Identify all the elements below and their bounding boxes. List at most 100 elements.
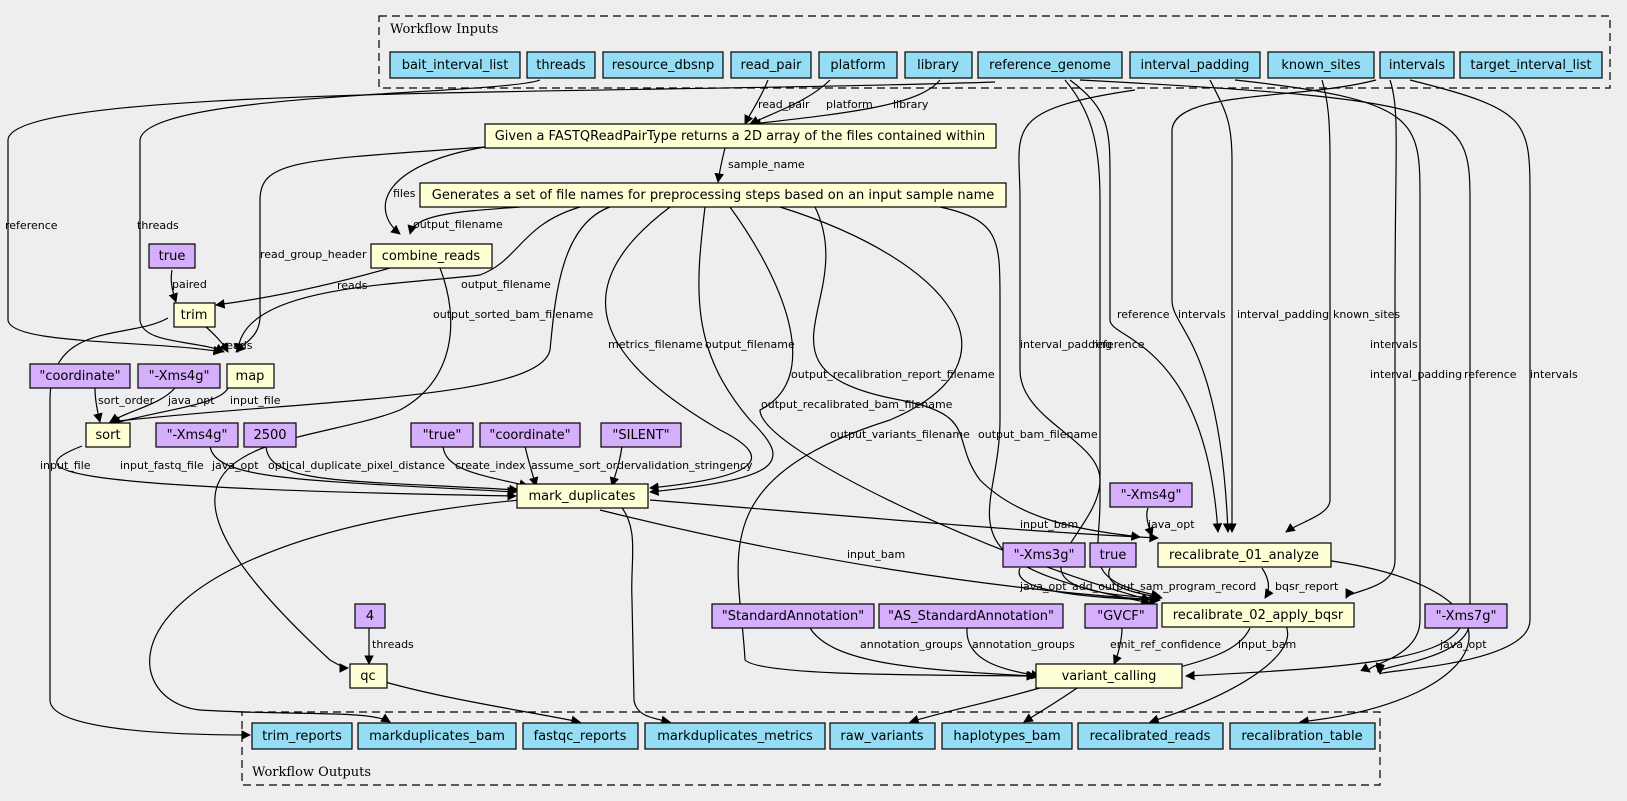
constant-node-standard-annotation[interactable]: "StandardAnnotation": [711, 603, 875, 629]
constant-node-2500[interactable]: 2500: [243, 422, 297, 448]
edge-label-validation-stringency: validation_stringency: [635, 459, 753, 472]
edge-label-reads-map: reads: [222, 339, 253, 352]
step-node-recalibrate-01[interactable]: recalibrate_01_analyze: [1157, 542, 1332, 568]
input-node-intervals[interactable]: intervals: [1379, 51, 1455, 79]
constant-node-true-r2[interactable]: true: [1089, 542, 1137, 568]
edge-reads-trim: [215, 267, 391, 309]
step-node-mark-duplicates[interactable]: mark_duplicates: [516, 483, 649, 509]
input-label-reference-genome: reference_genome: [989, 58, 1111, 73]
edge-annotation-groups-1: [809, 627, 1037, 681]
edge-output-filename-combine: [407, 206, 521, 235]
edge-qc-fastqc-reports: [384, 681, 581, 726]
edge-label-output-filename-combine: output_filename: [413, 218, 503, 231]
step-node-trim[interactable]: trim: [173, 302, 216, 328]
edge-label-java-opt-vc: java_opt: [1439, 638, 1487, 651]
edge-label-read-pair: read_pair: [758, 98, 810, 111]
output-node-trim-reports[interactable]: trim_reports: [251, 722, 353, 750]
edge-label-bqsr-report: bqsr_report: [1275, 580, 1339, 593]
input-node-reference-genome[interactable]: reference_genome: [977, 51, 1123, 79]
step-node-combine-reads[interactable]: combine_reads: [370, 243, 493, 269]
edge-java-opt-vc: [1185, 627, 1461, 681]
constant-label-as-standard-annotation: "AS_StandardAnnotation": [888, 609, 1054, 624]
output-label-trim-reports: trim_reports: [262, 729, 342, 744]
edge-emit-ref-confidence: [1113, 627, 1123, 665]
constant-node-true-md[interactable]: "true": [410, 422, 474, 448]
edge-label-known-sites: known_sites: [1333, 308, 1400, 321]
step-node-variant-calling[interactable]: variant_calling: [1035, 663, 1183, 689]
workflow-outputs-title: Workflow Outputs: [252, 765, 371, 780]
edge-label-input-bam-r2: input_bam: [847, 548, 905, 561]
output-node-recalibrated-reads[interactable]: recalibrated_reads: [1077, 722, 1224, 750]
input-node-threads[interactable]: threads: [526, 51, 596, 79]
constant-node-xms4g-r1[interactable]: "-Xms4g": [1109, 482, 1193, 508]
edge-vc-raw-variants: [909, 684, 1051, 725]
step-node-qc[interactable]: qc: [349, 663, 388, 689]
output-node-fastqc-reports[interactable]: fastqc_reports: [522, 722, 639, 750]
edge-label-interval-padding-r1: interval_padding: [1237, 308, 1329, 321]
step-node-sort[interactable]: sort: [85, 422, 131, 448]
edge-intervals-vc: [1375, 79, 1531, 675]
edge-label-java-opt-md: java_opt: [211, 459, 259, 472]
edge-read-pair: [744, 79, 769, 125]
edge-label-paired: paired: [172, 278, 207, 291]
constant-node-as-standard-annotation[interactable]: "AS_StandardAnnotation": [878, 603, 1064, 629]
edge-label-threads-map: threads: [137, 219, 179, 232]
edge-label-intervals-r2: intervals: [1370, 338, 1418, 351]
edge-output-recalibration-report: [812, 206, 1141, 541]
nodes: bait_interval_list threads resource_dbsn…: [29, 51, 1603, 750]
input-node-interval-padding[interactable]: interval_padding: [1129, 51, 1261, 79]
output-node-raw-variants[interactable]: raw_variants: [829, 722, 936, 750]
constant-node-true-trim[interactable]: true: [148, 243, 196, 269]
edge-label-assume-sort-order: assume_sort_order: [531, 459, 636, 472]
constant-node-silent[interactable]: "SILENT": [600, 422, 682, 448]
constant-node-xms3g[interactable]: "-Xms3g": [1002, 542, 1086, 568]
step-node-map[interactable]: map: [226, 363, 275, 389]
constant-node-coordinate-sort[interactable]: "coordinate": [29, 363, 131, 389]
input-node-known-sites[interactable]: known_sites: [1267, 51, 1375, 79]
input-node-library[interactable]: library: [904, 51, 973, 79]
edge-output-variants: [737, 206, 1036, 681]
input-label-threads: threads: [536, 58, 586, 73]
step-label-recalibrate-02: recalibrate_02_apply_bqsr: [1173, 608, 1344, 623]
constant-label-xms4g-md: "-Xms4g": [167, 428, 228, 443]
output-node-recalibration-table[interactable]: recalibration_table: [1229, 722, 1376, 750]
input-node-platform[interactable]: platform: [818, 51, 898, 79]
step-node-names[interactable]: Generates a set of file names for prepro…: [419, 182, 1007, 208]
edge-label-input-bam-r1: input_bam: [1020, 518, 1078, 531]
constant-label-xms3g: "-Xms3g": [1014, 548, 1075, 563]
edge-label-interval-padding-vc: interval_padding: [1370, 368, 1462, 381]
constant-label-coordinate-md: "coordinate": [489, 428, 570, 443]
constant-node-gvcf[interactable]: "GVCF": [1084, 603, 1158, 629]
edge-known-sites: [1285, 79, 1331, 533]
edges: read_pair platform library sample_name f…: [5, 79, 1578, 740]
input-node-target-interval-list[interactable]: target_interval_list: [1459, 51, 1603, 79]
output-label-markduplicates-bam: markduplicates_bam: [369, 729, 505, 744]
constant-node-xms4g-sort[interactable]: "-Xms4g": [137, 363, 221, 389]
edge-input-bam-r1: [649, 499, 1159, 543]
edge-label-reads-trim: reads: [337, 279, 368, 292]
constant-node-xms4g-md[interactable]: "-Xms4g": [155, 422, 239, 448]
edge-label-read-group-header: read_group_header: [260, 248, 367, 261]
edge-label-emit-ref-confidence: emit_ref_confidence: [1110, 638, 1221, 651]
input-node-resource-dbsnp[interactable]: resource_dbsnp: [602, 51, 724, 79]
edge-label-input-fastq-file: input_fastq_file: [120, 459, 204, 472]
edge-label-reference-r1: reference: [1117, 308, 1170, 321]
input-node-read-pair[interactable]: read_pair: [730, 51, 812, 79]
step-node-recalibrate-02[interactable]: recalibrate_02_apply_bqsr: [1161, 602, 1355, 628]
step-label-trim: trim: [181, 308, 208, 323]
edge-label-java-opt-sort: java_opt: [167, 394, 215, 407]
input-node-bait-interval-list[interactable]: bait_interval_list: [389, 51, 521, 79]
step-node-fastq[interactable]: Given a FASTQReadPairType returns a 2D a…: [484, 123, 997, 149]
output-node-markduplicates-metrics[interactable]: markduplicates_metrics: [644, 722, 826, 750]
edge-validation-stringency: [609, 445, 623, 487]
edge-trim-trim-reports: [49, 317, 251, 740]
edge-java-opt-r2: [1018, 567, 1161, 605]
constant-node-coordinate-md[interactable]: "coordinate": [479, 422, 581, 448]
edge-java-opt-md: [209, 445, 517, 497]
edge-label-output-recalibrated-bam: output_recalibrated_bam_filename: [761, 398, 953, 411]
output-node-haplotypes-bam[interactable]: haplotypes_bam: [941, 722, 1073, 750]
output-node-markduplicates-bam[interactable]: markduplicates_bam: [357, 722, 517, 750]
constant-node-4[interactable]: 4: [354, 603, 386, 629]
edge-recal02-recalibrated-reads: [1149, 623, 1289, 724]
constant-node-xms7g[interactable]: "-Xms7g": [1424, 603, 1508, 629]
